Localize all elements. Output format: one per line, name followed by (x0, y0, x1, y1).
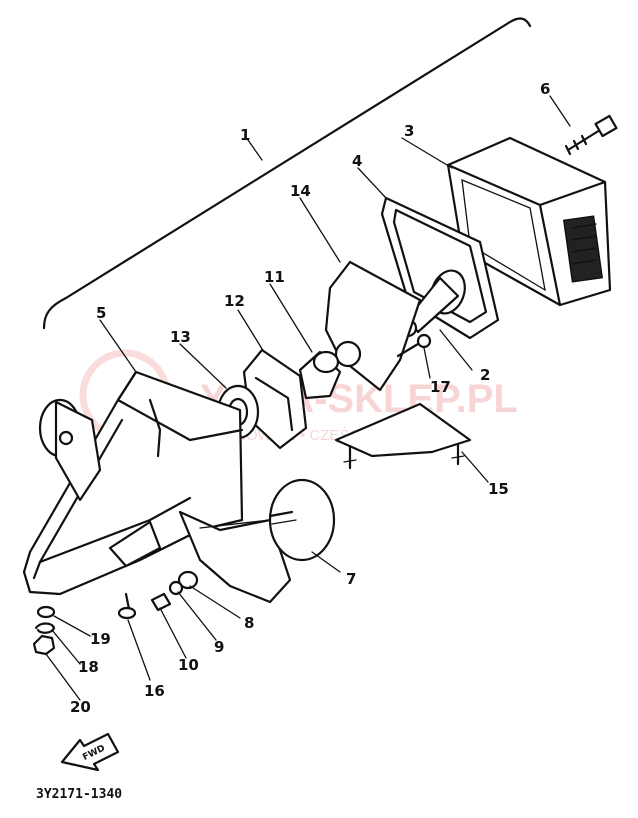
callout-14: 14 (290, 182, 311, 200)
lens-gasket (380, 196, 500, 340)
callout-6: 6 (540, 80, 550, 98)
callout-13: 13 (170, 328, 191, 346)
callout-17: 17 (430, 378, 451, 396)
callout-9: 9 (214, 638, 224, 656)
leader-lines (45, 95, 571, 701)
screw-17 (396, 333, 432, 358)
callout-19: 19 (90, 630, 111, 648)
bulb (398, 269, 466, 338)
fastener-set (150, 570, 199, 612)
callout-1: 1 (240, 126, 250, 144)
callout-2: 2 (480, 366, 490, 384)
drawing-code: 3Y2171-1340 (36, 787, 122, 802)
callout-3: 3 (404, 122, 414, 140)
reflector-plate (324, 260, 422, 392)
callout-4: 4 (352, 152, 362, 170)
callout-16: 16 (144, 682, 165, 700)
left-reflector (38, 398, 102, 502)
reflector-bracket (334, 402, 472, 470)
callout-20: 20 (70, 698, 91, 716)
callout-5: 5 (96, 304, 106, 322)
callout-11: 11 (264, 268, 285, 286)
callout-7: 7 (346, 570, 356, 588)
callout-18: 18 (78, 658, 99, 676)
nut-washers (32, 605, 56, 656)
bolt-16 (117, 592, 137, 620)
screw-6 (564, 114, 618, 156)
callout-15: 15 (488, 480, 509, 498)
round-reflector (268, 478, 336, 562)
lamp-housing (446, 136, 612, 307)
assembly-bracket-line (42, 17, 532, 330)
callout-12: 12 (224, 292, 245, 310)
callout-8: 8 (244, 614, 254, 632)
license-bracket (22, 370, 292, 604)
socket (298, 350, 342, 400)
callout-labels: 1 2 3 4 5 6 7 8 9 10 11 12 13 14 15 16 1… (70, 80, 550, 716)
callout-10: 10 (178, 656, 199, 674)
fwd-arrow-icon: FWD (60, 732, 120, 772)
